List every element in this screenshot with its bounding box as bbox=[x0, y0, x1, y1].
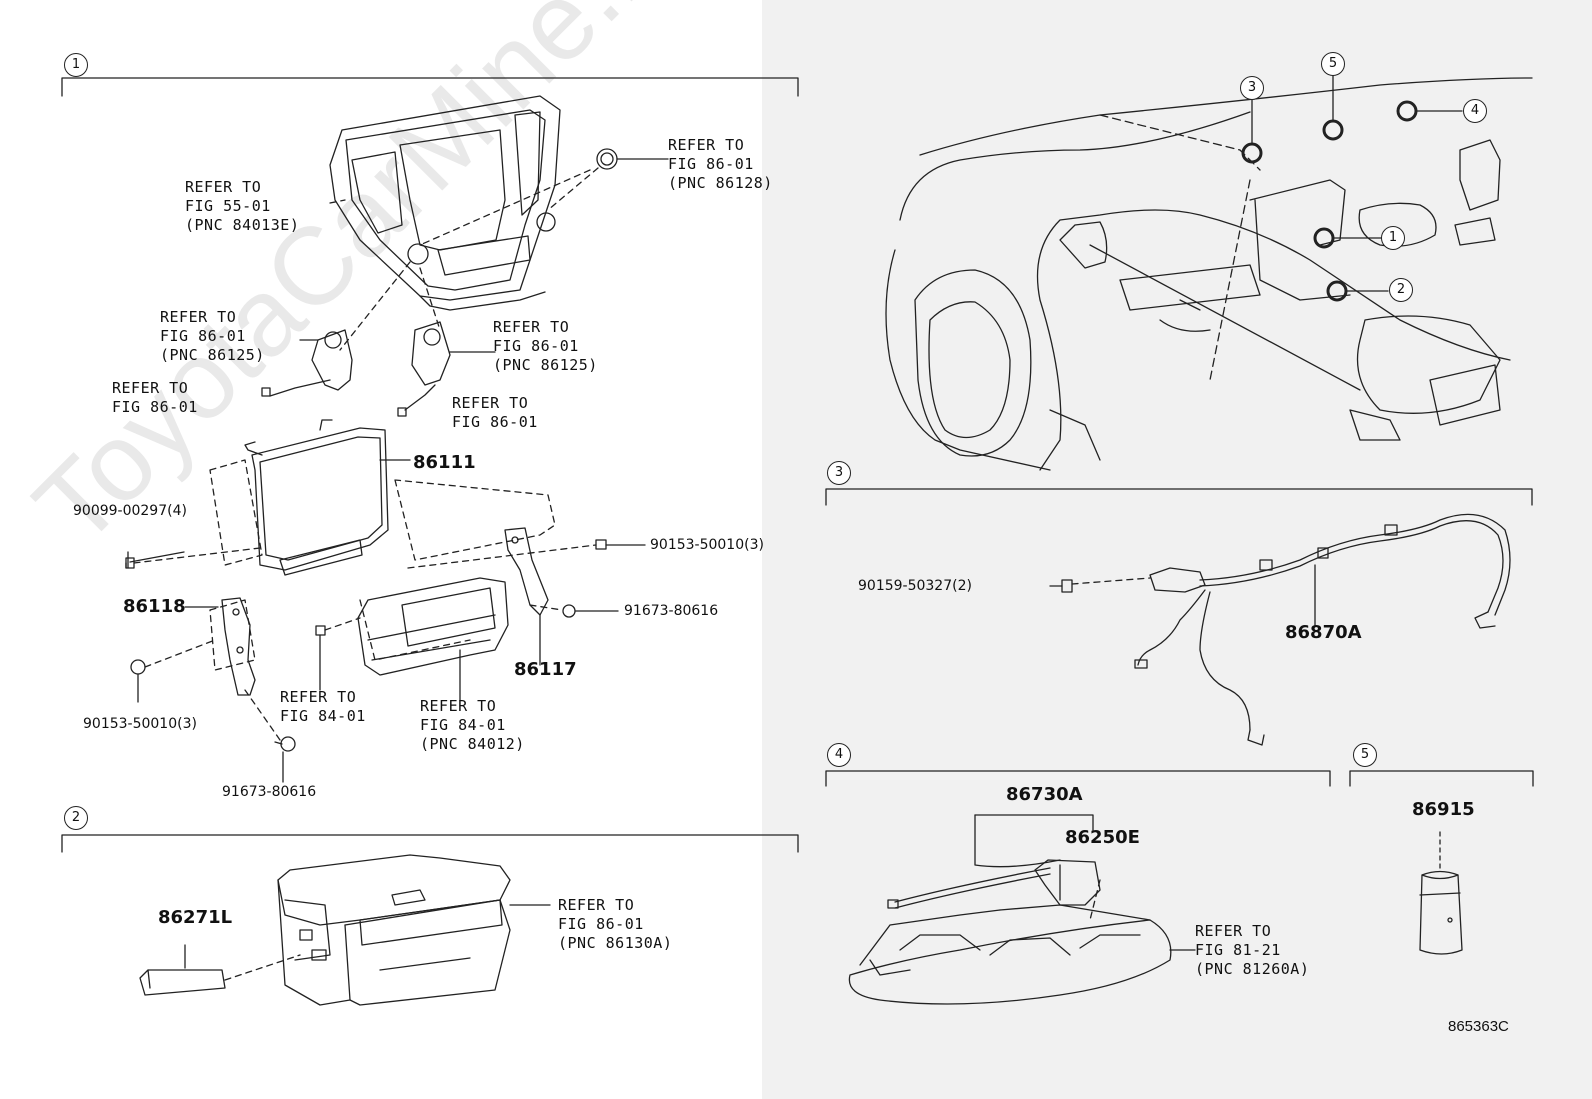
refer-fig-86-01-left-screw-label: REFER TO FIG 86-01 bbox=[112, 379, 198, 416]
part-number-86271L: 86271L bbox=[158, 907, 233, 928]
audio-unit bbox=[357, 577, 509, 701]
diagram-code: 865363C bbox=[1448, 1018, 1509, 1035]
vehicle-markers-leaders bbox=[1241, 75, 1463, 302]
section-5-number: 5 bbox=[1353, 743, 1377, 767]
display-bezel bbox=[329, 95, 561, 311]
refer-fig-86-01-pnc-86128-label: REFER TO FIG 86-01 (PNC 86128) bbox=[668, 136, 773, 192]
part-number-86118: 86118 bbox=[123, 596, 186, 617]
section-4-number: 4 bbox=[827, 743, 851, 767]
location-marker-4: 4 bbox=[1463, 99, 1487, 123]
dash-boxes-s1 bbox=[209, 459, 556, 671]
refer-fig-84-01-label: REFER TO FIG 84-01 bbox=[280, 688, 366, 725]
part-number-90153-50010-left: 90153-50010(3) bbox=[83, 716, 197, 732]
part-number-86117: 86117 bbox=[514, 659, 577, 680]
display-86111 bbox=[244, 419, 411, 576]
section-brackets bbox=[61, 77, 1534, 853]
refer-fig-86-01-right-screw-label: REFER TO FIG 86-01 bbox=[452, 394, 538, 431]
location-marker-3: 3 bbox=[1240, 76, 1264, 100]
part-number-86111: 86111 bbox=[413, 452, 476, 473]
bracket-86118 bbox=[184, 597, 256, 696]
part-number-91673-80616-right: 91673-80616 bbox=[624, 603, 719, 619]
dvd-player bbox=[277, 854, 551, 1006]
refer-fig-86-01-pnc-86125-right-label: REFER TO FIG 86-01 (PNC 86125) bbox=[493, 318, 598, 374]
section-1-number: 1 bbox=[64, 53, 88, 77]
location-marker-2: 2 bbox=[1389, 278, 1413, 302]
bracket-86117 bbox=[504, 527, 549, 666]
refer-fig-86-01-pnc-86130A-label: REFER TO FIG 86-01 (PNC 86130A) bbox=[558, 896, 673, 952]
part-number-91673-80616-bottom: 91673-80616 bbox=[222, 784, 317, 800]
section-3-number: 3 bbox=[827, 461, 851, 485]
refer-leaders-s1 bbox=[329, 167, 599, 351]
location-marker-5: 5 bbox=[1321, 52, 1345, 76]
part-number-90099-00297: 90099-00297(4) bbox=[73, 503, 187, 519]
bracket-86271L bbox=[139, 944, 301, 996]
refer-fig-86-01-pnc-86125-left-label: REFER TO FIG 86-01 (PNC 86125) bbox=[160, 308, 265, 364]
wire-harness-86870A bbox=[1049, 513, 1511, 746]
right-panel-background bbox=[762, 0, 1592, 1099]
part-number-86730A: 86730A bbox=[1006, 784, 1083, 805]
vehicle-interior bbox=[885, 77, 1533, 471]
part-number-86250E: 86250E bbox=[1065, 827, 1140, 848]
part-number-90159-50327: 90159-50327(2) bbox=[858, 578, 972, 594]
part-number-86915: 86915 bbox=[1412, 799, 1475, 820]
location-marker-1: 1 bbox=[1381, 226, 1405, 250]
refer-fig-84-01-pnc-84012-label: REFER TO FIG 84-01 (PNC 84012) bbox=[420, 697, 525, 753]
overhead-console bbox=[848, 814, 1196, 1005]
screws-s1 bbox=[125, 539, 646, 783]
sensor-86915 bbox=[1419, 831, 1463, 955]
section-2-number: 2 bbox=[64, 806, 88, 830]
refer-fig-55-01-label: REFER TO FIG 55-01 (PNC 84013E) bbox=[185, 178, 300, 234]
part-number-86870A: 86870A bbox=[1285, 622, 1362, 643]
knob-86128 bbox=[596, 148, 669, 170]
encoder-right bbox=[397, 321, 496, 417]
encoder-left bbox=[261, 329, 353, 397]
part-number-90153-50010-right: 90153-50010(3) bbox=[650, 537, 764, 553]
refer-fig-81-21-pnc-81260A-label: REFER TO FIG 81-21 (PNC 81260A) bbox=[1195, 922, 1310, 978]
